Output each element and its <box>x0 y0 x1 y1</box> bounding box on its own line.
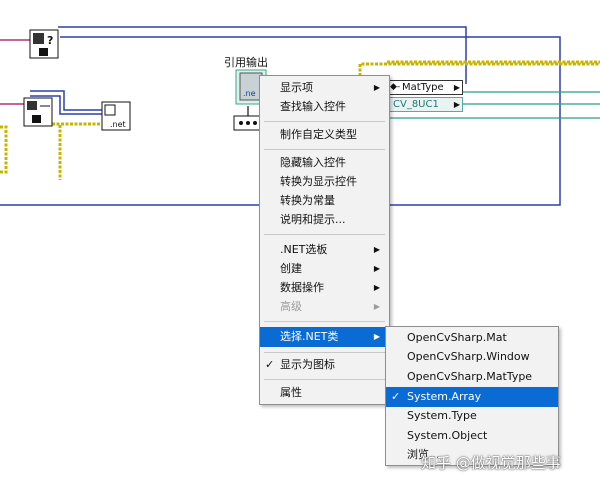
wire-blue[interactable] <box>30 95 102 115</box>
menu-separator <box>264 234 385 235</box>
menu-separator <box>264 352 385 353</box>
node-question-label: ? <box>47 34 53 47</box>
node-net[interactable]: .net <box>101 101 131 131</box>
menu-item-label: 隐藏输入控件 <box>280 156 346 169</box>
menu-item-data-operations[interactable]: 数据操作 ▶ <box>260 278 389 298</box>
cv-value-box[interactable]: CV_8UC1 ▶ <box>388 97 463 112</box>
mattype-node-icon: ◆- <box>390 82 401 92</box>
menu-item-description-tip[interactable]: 说明和提示... <box>260 210 389 230</box>
node-constructor[interactable] <box>233 115 263 131</box>
check-icon: ✓ <box>391 390 401 403</box>
node-question[interactable]: ? <box>29 29 59 59</box>
submenu-item-opencvsharp-mat[interactable]: OpenCvSharp.Mat <box>386 328 558 348</box>
submenu-arrow-icon: ▶ <box>373 245 380 254</box>
menu-item-label: 显示为图标 <box>280 358 335 371</box>
submenu-item-browse[interactable]: 浏览... <box>386 445 558 465</box>
menu-item-create[interactable]: 创建 ▶ <box>260 259 389 279</box>
menu-item-label: 高级 <box>280 300 302 313</box>
menu-item-label: 创建 <box>280 262 302 275</box>
menu-separator <box>264 379 385 380</box>
submenu-item-system-array[interactable]: ✓ System.Array <box>386 387 558 407</box>
menu-item-make-typedef[interactable]: 制作自定义类型 <box>260 125 389 145</box>
submenu-item-label: OpenCvSharp.MatType <box>407 370 533 383</box>
submenu-item-label: System.Object <box>407 429 488 442</box>
submenu-item-system-object[interactable]: System.Object <box>386 426 558 446</box>
menu-item-label: 转换为常量 <box>280 194 335 207</box>
check-icon: ✓ <box>265 358 275 371</box>
menu-item-properties[interactable]: 属性 <box>260 383 389 403</box>
menu-item-label: 说明和提示... <box>280 213 346 226</box>
ref-output-label: 引用输出 <box>224 56 268 69</box>
node-invoke[interactable] <box>23 97 53 127</box>
node-net-label: .net <box>110 120 126 129</box>
menu-item-label: .NET选板 <box>280 243 328 256</box>
menu-separator <box>264 321 385 322</box>
submenu-item-label: OpenCvSharp.Mat <box>407 331 507 344</box>
menu-item-select-net-class[interactable]: 选择.NET类 ▶ <box>260 327 389 347</box>
menu-item-label: 显示项 <box>280 81 313 94</box>
menu-item-advanced[interactable]: 高级 ▶ <box>260 297 389 317</box>
menu-item-net-palette[interactable]: .NET选板 ▶ <box>260 240 389 260</box>
menu-item-change-to-constant[interactable]: 转换为常量 <box>260 191 389 211</box>
submenu-arrow-icon: ▶ <box>373 264 380 273</box>
cv-value: CV_8UC1 <box>393 99 439 110</box>
menu-item-label: 查找输入控件 <box>280 100 346 113</box>
menu-item-find-control[interactable]: 查找输入控件 <box>260 97 389 117</box>
menu-item-view-as-icon[interactable]: ✓ 显示为图标 <box>260 355 389 375</box>
menu-separator <box>264 121 385 122</box>
wire-yellow[interactable] <box>358 62 600 130</box>
submenu-arrow-icon: ▶ <box>373 302 380 311</box>
menu-item-hide-control[interactable]: 隐藏输入控件 <box>260 153 389 173</box>
mattype-node[interactable]: ◆- MatType ▶ <box>387 80 463 95</box>
menu-item-change-to-indicator[interactable]: 转换为显示控件 <box>260 172 389 192</box>
submenu-item-label: 浏览... <box>407 448 440 461</box>
submenu-item-label: System.Type <box>407 409 477 422</box>
submenu-item-system-type[interactable]: System.Type <box>386 406 558 426</box>
menu-item-label: 转换为显示控件 <box>280 175 357 188</box>
menu-item-label: 选择.NET类 <box>280 330 339 343</box>
submenu-arrow-icon: ▶ <box>373 283 380 292</box>
net-class-submenu: OpenCvSharp.Mat OpenCvSharp.Window OpenC… <box>385 326 559 466</box>
submenu-item-opencvsharp-mattype[interactable]: OpenCvSharp.MatType <box>386 367 558 387</box>
menu-item-label: 制作自定义类型 <box>280 128 357 141</box>
ref-output-icon-label: .ne <box>243 89 256 98</box>
mattype-label: MatType <box>402 82 444 93</box>
submenu-arrow-icon: ▶ <box>373 83 380 92</box>
chevron-right-icon: ▶ <box>453 83 460 92</box>
menu-item-show-items[interactable]: 显示项 ▶ <box>260 78 389 98</box>
submenu-arrow-icon: ▶ <box>373 332 380 341</box>
wire-yellow[interactable] <box>0 125 8 174</box>
watermark: 知乎 @做视觉那些事 <box>421 454 561 472</box>
context-menu: 显示项 ▶ 查找输入控件 制作自定义类型 隐藏输入控件 转换为显示控件 转换为常… <box>259 75 390 405</box>
menu-item-label: 属性 <box>280 386 302 399</box>
menu-separator <box>264 149 385 150</box>
submenu-item-opencvsharp-window[interactable]: OpenCvSharp.Window <box>386 347 558 367</box>
submenu-item-label: OpenCvSharp.Window <box>407 350 530 363</box>
chevron-right-icon: ▶ <box>453 100 460 109</box>
wire-blue[interactable] <box>30 90 102 111</box>
menu-item-label: 数据操作 <box>280 281 324 294</box>
submenu-item-label: System.Array <box>407 390 482 403</box>
